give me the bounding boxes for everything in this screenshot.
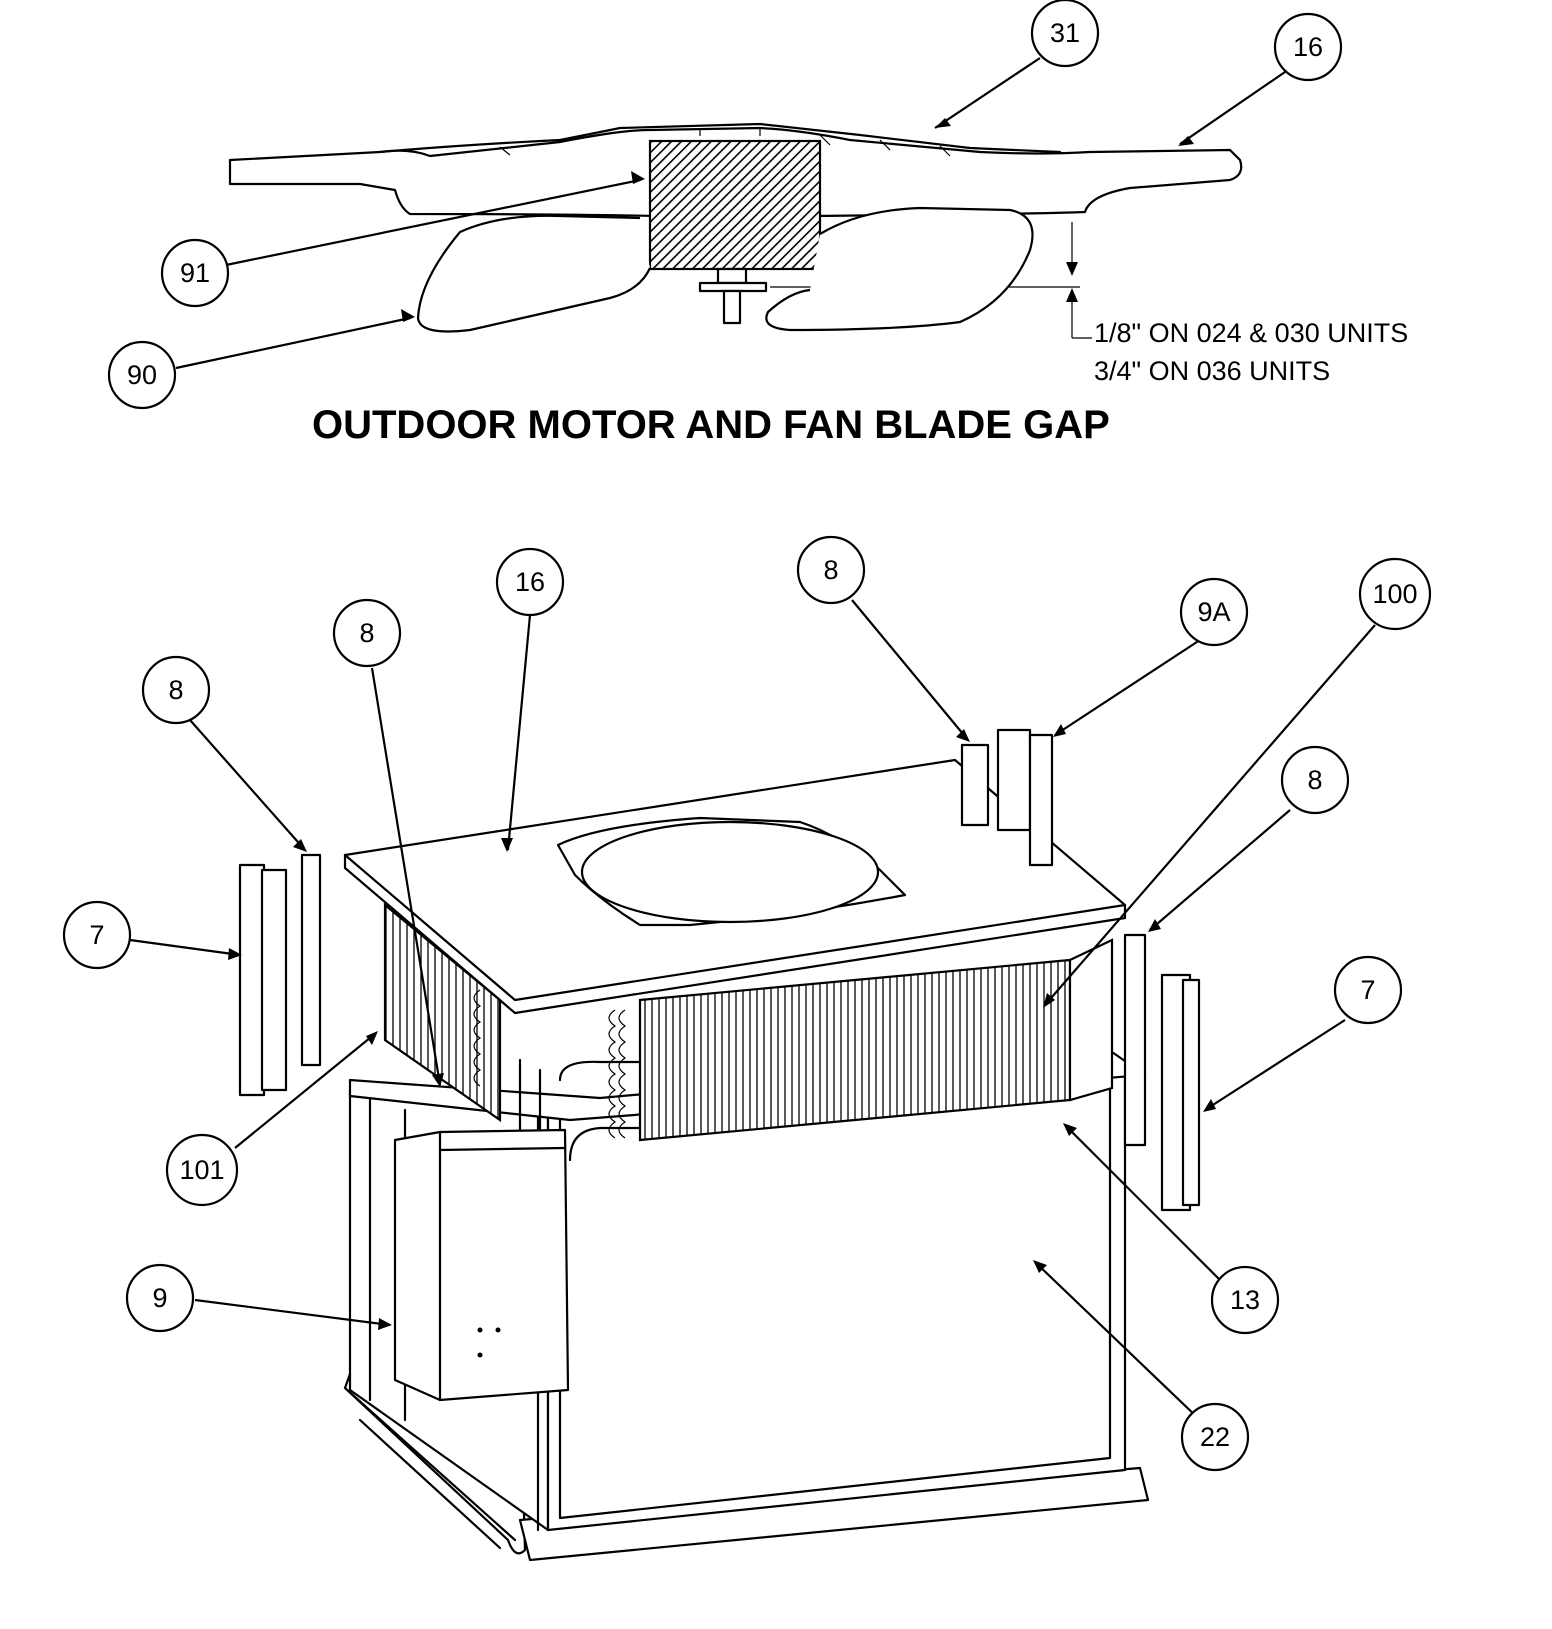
- svg-text:8: 8: [1307, 765, 1322, 795]
- svg-text:31: 31: [1050, 18, 1080, 48]
- fan-opening: [580, 820, 880, 924]
- callout-7-right: 7: [1333, 955, 1403, 1025]
- callout-13: 13: [1210, 1265, 1280, 1335]
- callout-7-left: 7: [62, 900, 132, 970]
- control-box: [393, 1128, 570, 1402]
- svg-text:91: 91: [180, 258, 210, 288]
- svg-text:100: 100: [1372, 579, 1417, 609]
- fan-blade-left: [416, 214, 652, 333]
- callout-8-c: 8: [796, 535, 866, 605]
- callout-16-unit: 16: [495, 547, 565, 617]
- gap-note-line2: 3/4" ON 036 UNITS: [1094, 356, 1330, 386]
- svg-text:8: 8: [168, 675, 183, 705]
- callout-22: 22: [1180, 1402, 1250, 1472]
- svg-text:90: 90: [127, 360, 157, 390]
- coil-tubes: [473, 989, 627, 1139]
- callout-9A: 9A: [1179, 577, 1249, 647]
- svg-text:7: 7: [89, 920, 104, 950]
- fan-grille: [378, 122, 1062, 154]
- callout-9: 9: [125, 1263, 195, 1333]
- svg-text:16: 16: [515, 567, 545, 597]
- motor: [648, 139, 822, 271]
- callout-100: 100: [1358, 557, 1432, 631]
- fan-motor-detail: 1/8" ON 024 & 030 UNITS 3/4" ON 036 UNIT…: [228, 122, 1408, 447]
- svg-text:101: 101: [179, 1155, 224, 1185]
- callout-16-top: 16: [1273, 12, 1343, 82]
- svg-text:9: 9: [152, 1283, 167, 1313]
- callout-8-a: 8: [332, 598, 402, 668]
- outdoor-unit: [238, 728, 1201, 1562]
- svg-text:22: 22: [1200, 1422, 1230, 1452]
- svg-text:16: 16: [1293, 32, 1323, 62]
- callout-101: 101: [165, 1133, 239, 1207]
- callout-8-d: 8: [1280, 745, 1350, 815]
- corner-post-left: [238, 853, 322, 1097]
- gap-note-line1: 1/8" ON 024 & 030 UNITS: [1094, 318, 1408, 348]
- fan-blade-right: [765, 206, 1034, 332]
- access-panel: [546, 1058, 1127, 1532]
- svg-text:9A: 9A: [1197, 597, 1230, 627]
- corner-post-rear: [960, 728, 1054, 867]
- callout-91: 91: [160, 238, 230, 308]
- corner-post-right: [1123, 933, 1201, 1212]
- svg-text:7: 7: [1360, 975, 1375, 1005]
- svg-text:8: 8: [359, 618, 374, 648]
- detail-title: OUTDOOR MOTOR AND FAN BLADE GAP: [312, 403, 1110, 447]
- svg-text:13: 13: [1230, 1285, 1260, 1315]
- leader-lines: [129, 57, 1376, 1421]
- callout-8-b: 8: [141, 655, 211, 725]
- callout-31: 31: [1030, 0, 1100, 68]
- callout-90: 90: [107, 340, 177, 410]
- svg-text:8: 8: [823, 555, 838, 585]
